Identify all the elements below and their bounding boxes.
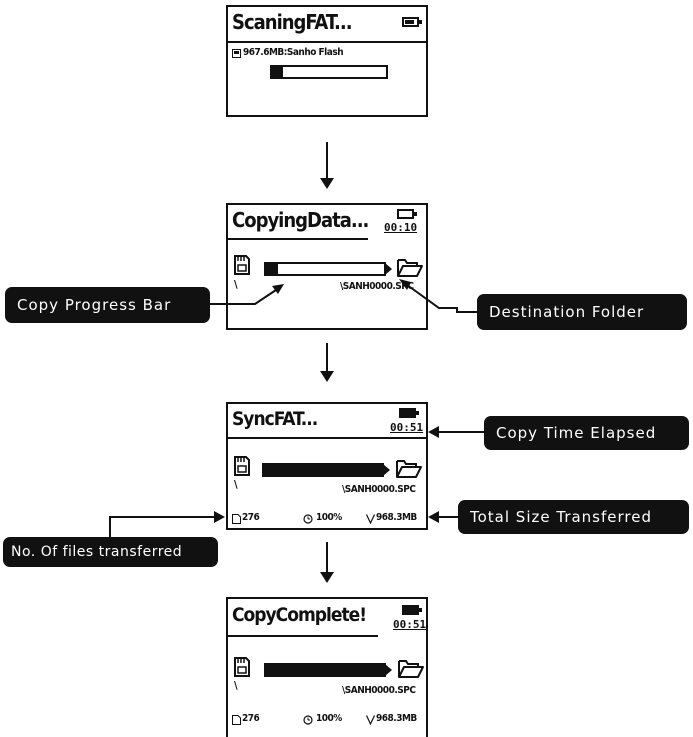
callout-copy-progress-bar: Copy Progress Bar xyxy=(5,287,210,323)
callout-pointer xyxy=(399,279,477,313)
arrow-head xyxy=(320,572,334,583)
size-transferred: 968.3MB xyxy=(376,512,417,523)
disk-icon xyxy=(232,49,241,58)
files-count: 276 xyxy=(242,512,260,523)
battery-icon xyxy=(397,209,417,219)
clock-icon xyxy=(303,514,313,524)
copy-progress-bar xyxy=(264,262,386,276)
callout-pointer xyxy=(210,284,284,305)
callout-total-size-transferred: Total Size Transferred xyxy=(458,500,689,534)
battery-icon xyxy=(399,408,419,418)
screen-title: CopyComplete! xyxy=(232,604,367,626)
callout-destination-folder: Destination Folder xyxy=(477,294,687,330)
callout-pointer xyxy=(428,426,485,438)
size-transferred: 968.3MB xyxy=(376,713,417,724)
battery-icon xyxy=(402,17,422,27)
progress-arrow-icon xyxy=(385,263,392,275)
screen-title: CopyingData... xyxy=(232,208,369,232)
scan-progress-fill xyxy=(272,67,284,77)
source-path: \ xyxy=(234,278,238,291)
title-divider xyxy=(228,41,426,43)
screen-sync-fat: SyncFAT... 00:51 \ \SANH0000.SPC 276 100… xyxy=(226,402,428,530)
copy-progress-fill xyxy=(264,465,382,475)
device-info: 967.6MB:Sanho Flash xyxy=(243,47,344,58)
memory-card-icon xyxy=(234,657,250,677)
folder-icon xyxy=(396,460,422,478)
progress-arrow-icon xyxy=(385,664,392,676)
title-divider xyxy=(228,238,368,240)
folder-icon xyxy=(397,259,423,277)
copy-progress-fill xyxy=(266,264,278,274)
callout-files-transferred: No. Of files transferred xyxy=(3,537,218,567)
clock-icon xyxy=(303,715,313,725)
percent-complete: 100% xyxy=(316,713,342,724)
destination-path: \SANH0000.SPC xyxy=(342,484,416,495)
arrow-head xyxy=(320,178,334,189)
title-divider xyxy=(228,635,378,637)
source-path: \ xyxy=(234,478,238,491)
arrow-head xyxy=(320,371,334,382)
destination-path: \SANH0000.SPC xyxy=(340,281,414,292)
title-divider xyxy=(228,437,426,439)
screen-copy-complete: CopyComplete! 00:51 \ \SANH0000.SPC 276 … xyxy=(226,597,428,737)
copy-progress-fill xyxy=(266,665,384,675)
flow-arrow xyxy=(326,142,328,180)
memory-card-icon xyxy=(234,456,250,476)
battery-icon xyxy=(402,605,422,615)
progress-arrow-icon xyxy=(383,464,390,476)
memory-card-icon xyxy=(234,255,250,275)
folder-icon xyxy=(398,660,424,678)
elapsed-time: 00:51 xyxy=(390,421,424,434)
screen-scanning-fat: ScaningFAT... 967.6MB:Sanho Flash xyxy=(226,5,428,117)
copy-progress-bar xyxy=(264,663,386,677)
callout-pointer xyxy=(109,511,225,538)
callout-copy-time-elapsed: Copy Time Elapsed xyxy=(484,416,689,450)
flow-arrow xyxy=(326,343,328,373)
elapsed-time: 00:10 xyxy=(384,221,418,234)
elapsed-time: 00:51 xyxy=(393,618,427,631)
screen-title: SyncFAT... xyxy=(232,408,318,430)
source-path: \ xyxy=(234,679,238,692)
screen-copying-data: CopyingData... 00:10 \ \SANH0000.SPC xyxy=(226,203,428,330)
file-icon xyxy=(232,715,241,725)
flow-arrow xyxy=(326,542,328,574)
disk-icon xyxy=(365,514,376,525)
scan-progress-bar xyxy=(270,65,388,79)
destination-path: \SANH0000.SPC xyxy=(342,685,416,696)
file-icon xyxy=(232,514,241,524)
screen-title: ScaningFAT... xyxy=(232,10,353,34)
files-count: 276 xyxy=(242,713,260,724)
percent-complete: 100% xyxy=(316,512,342,523)
copy-progress-bar xyxy=(262,463,384,477)
callout-pointer xyxy=(428,511,459,523)
disk-icon xyxy=(365,715,376,726)
